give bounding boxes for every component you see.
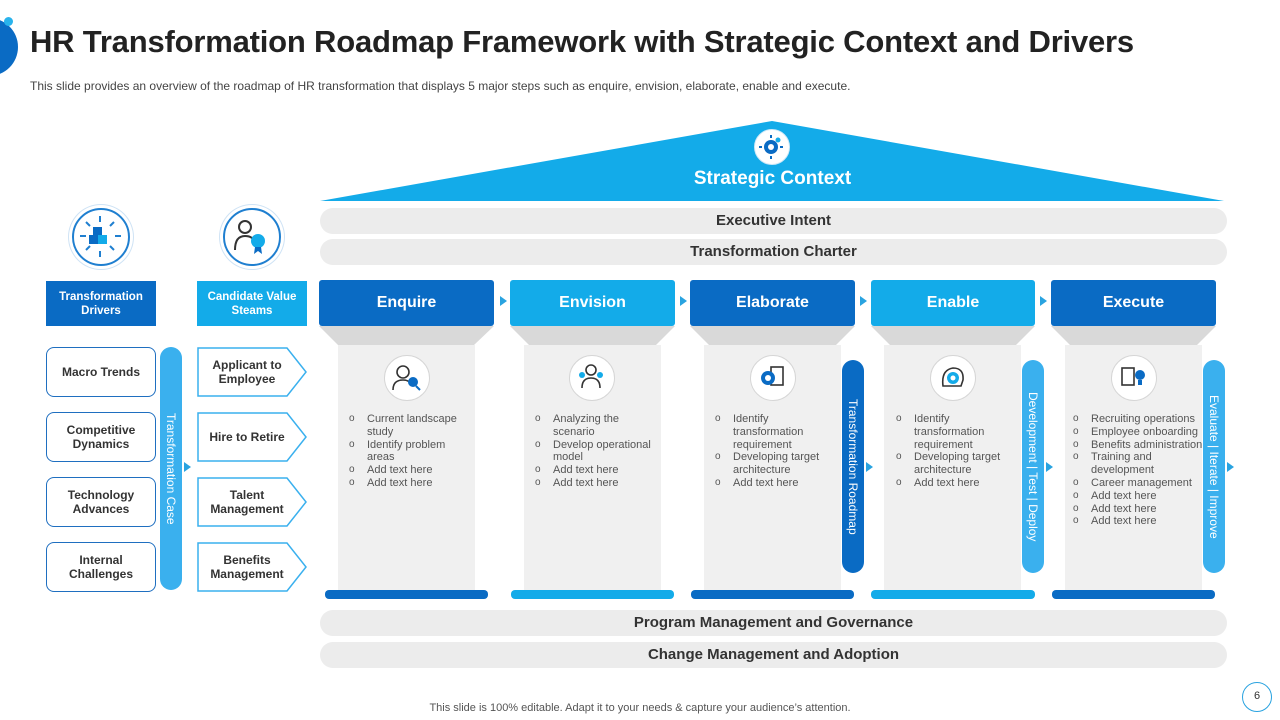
list-item: Benefits administration <box>1073 439 1203 452</box>
value-streams-header: Candidate Value Steams <box>197 281 307 326</box>
transformation-charter-bar: Transformation Charter <box>320 239 1227 265</box>
page-number: 6 <box>1242 682 1272 712</box>
value-benefits-management-label: Benefits Management <box>210 553 284 581</box>
cubes-network-icon <box>72 208 130 266</box>
driver-technology-advances: Technology Advances <box>46 477 156 527</box>
transformation-roadmap-pill <box>842 360 864 573</box>
list-item: Add text here <box>715 477 835 490</box>
footer-note: This slide is 100% editable. Adapt it to… <box>429 702 851 714</box>
stage-execute-base <box>1052 590 1215 599</box>
list-item: Add text here <box>535 464 655 477</box>
driver-internal-challenges: Internal Challenges <box>46 542 156 592</box>
improve-label: Evaluate | Iterate | Improve <box>1207 394 1221 539</box>
list-item: Add text here <box>535 477 655 490</box>
program-management-bar: Program Management and Governance <box>320 610 1227 636</box>
stage-envision-header: Envision <box>510 280 675 326</box>
stage-envision-base <box>511 590 674 599</box>
stage-elaborate-base <box>691 590 854 599</box>
arrow-right-icon <box>866 462 873 472</box>
stage-enquire-list: Current landscape study Identify problem… <box>349 413 467 490</box>
stage-elaborate-taper <box>690 326 855 345</box>
list-item: Training and development <box>1073 451 1203 477</box>
list-item: Current landscape study <box>349 413 467 439</box>
value-hire-to-retire-label: Hire to Retire <box>209 430 285 444</box>
page-subtitle: This slide provides an overview of the r… <box>30 79 851 93</box>
list-item: Add text here <box>349 464 467 477</box>
arrow-right-icon <box>184 462 191 472</box>
change-management-bar: Change Management and Adoption <box>320 642 1227 668</box>
stage-enable-header: Enable <box>871 280 1035 326</box>
corner-dot <box>4 17 13 26</box>
list-item: Developing target architecture <box>896 451 1016 477</box>
team-vision-icon <box>569 355 615 401</box>
list-item: Analyzing the scenario <box>535 413 655 439</box>
arrow-right-icon <box>500 296 507 306</box>
list-item: Add text here <box>896 477 1016 490</box>
arrow-right-icon <box>1046 462 1053 472</box>
page-title: HR Transformation Roadmap Framework with… <box>30 24 1134 59</box>
list-item: Identify problem areas <box>349 439 467 465</box>
executive-intent-bar: Executive Intent <box>320 208 1227 234</box>
arrow-right-icon <box>860 296 867 306</box>
list-item: Add text here <box>349 477 467 490</box>
brain-gear-icon <box>930 355 976 401</box>
list-item: Recruiting operations <box>1073 413 1203 426</box>
document-gear-icon <box>750 355 796 401</box>
stage-elaborate-list: Identify transformation requirement Deve… <box>715 413 835 490</box>
improve-pill <box>1203 360 1225 573</box>
value-applicant-to-employee: Applicant to Employee <box>197 347 307 397</box>
stage-enquire-base <box>325 590 488 599</box>
stage-envision-list: Analyzing the scenario Develop operation… <box>535 413 655 490</box>
list-item: Employee onboarding <box>1073 426 1203 439</box>
deploy-label: Development | Test | Deploy <box>1026 391 1040 542</box>
list-item: Add text here <box>1073 503 1203 516</box>
person-search-icon <box>384 355 430 401</box>
stage-envision-taper <box>510 326 675 345</box>
arrow-right-icon <box>1227 462 1234 472</box>
transformation-drivers-header: Transformation Drivers <box>46 281 156 326</box>
list-item: Develop operational model <box>535 439 655 465</box>
strategy-icon <box>754 129 790 165</box>
list-item: Career management <box>1073 477 1203 490</box>
list-item: Add text here <box>1073 515 1203 528</box>
driver-macro-trends: Macro Trends <box>46 347 156 397</box>
employee-badge-icon <box>223 208 281 266</box>
stage-enable-list: Identify transformation requirement Deve… <box>896 413 1016 490</box>
arrow-right-icon <box>1040 296 1047 306</box>
arrow-right-icon <box>680 296 687 306</box>
transformation-case-pill <box>160 347 182 590</box>
value-applicant-to-employee-label: Applicant to Employee <box>212 358 282 386</box>
corner-decoration <box>0 18 18 76</box>
stage-enquire-header: Enquire <box>319 280 494 326</box>
value-talent-management: Talent Management <box>197 477 307 527</box>
strategic-context-label: Strategic Context <box>693 168 852 189</box>
transformation-roadmap-label: Transformation Roadmap <box>846 398 860 535</box>
list-item: Add text here <box>1073 490 1203 503</box>
stage-execute-list: Recruiting operations Employee onboardin… <box>1073 413 1203 528</box>
value-hire-to-retire: Hire to Retire <box>197 412 307 462</box>
stage-execute-taper <box>1051 326 1216 345</box>
driver-competitive-dynamics: Competitive Dynamics <box>46 412 156 462</box>
transformation-case-label: Transformation Case <box>164 412 178 525</box>
stage-enquire-taper <box>319 326 494 345</box>
stage-enable-taper <box>871 326 1035 345</box>
value-benefits-management: Benefits Management <box>197 542 307 592</box>
list-item: Developing target architecture <box>715 451 835 477</box>
deploy-pill <box>1022 360 1044 573</box>
stage-enable-base <box>871 590 1035 599</box>
stage-elaborate-header: Elaborate <box>690 280 855 326</box>
idea-clipboard-icon <box>1111 355 1157 401</box>
list-item: Identify transformation requirement <box>715 413 835 451</box>
stage-execute-header: Execute <box>1051 280 1216 326</box>
list-item: Identify transformation requirement <box>896 413 1016 451</box>
value-talent-management-label: Talent Management <box>210 488 284 516</box>
